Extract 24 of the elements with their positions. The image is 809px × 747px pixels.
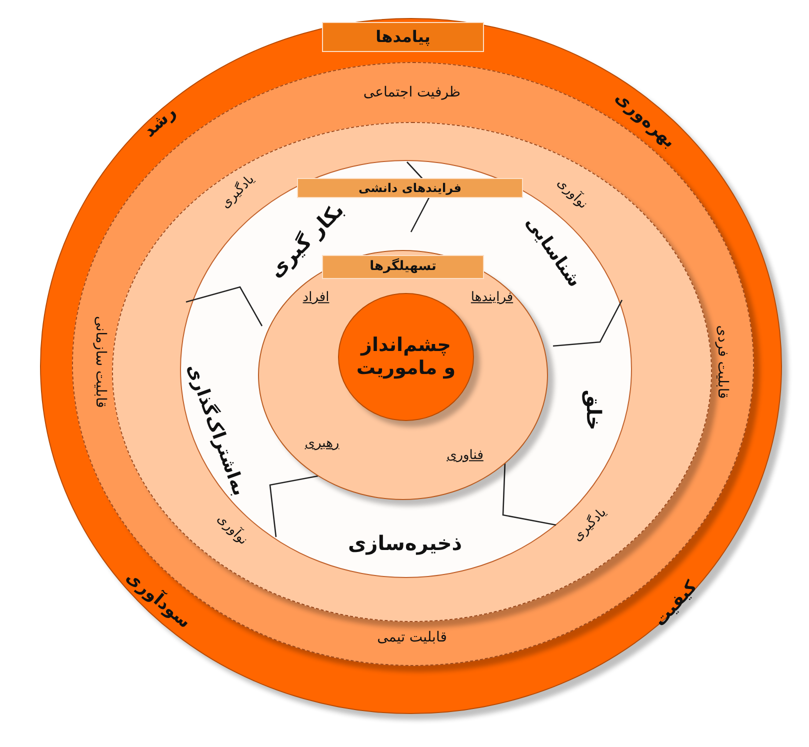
center-label: چشم‌انداز و ماموریت [356,334,456,380]
ring-label: نوآوری [214,512,250,548]
ring-label: نوآوری [554,176,590,212]
ring-label: قابلیت تیمی [377,630,447,646]
ring-label: قابلیت فردی [714,325,730,399]
ring-label: قابلیت سازمانی [92,316,108,408]
ring-label: یادگیری [218,172,258,212]
ring-label: ظرفیت اجتماعی [363,84,461,102]
ring-label: فرایندها [470,290,514,306]
ring-label: شناسایی [520,212,586,292]
heading-banner: پیامدها [322,22,484,52]
ring-label: خلق [582,390,606,430]
heading-banner: تسهیلگرها [322,255,484,279]
ring-label: افراد [302,290,330,306]
ring-label: یادگیری [570,505,610,545]
ring-label: رهبری [304,436,340,452]
ring-label: فناوری [446,448,484,464]
ring-label: سودآوری [122,567,194,633]
ring-label: رشد [140,102,180,142]
ring-label: بهره‌وری [610,88,680,152]
ring-label: ذخیره‌سازی [348,531,462,555]
ring-label: کیفیت [650,577,702,631]
heading-banner: فرایندهای دانشی [297,178,523,198]
ring-label: به‌اشتراک‌گذاری [182,361,250,499]
